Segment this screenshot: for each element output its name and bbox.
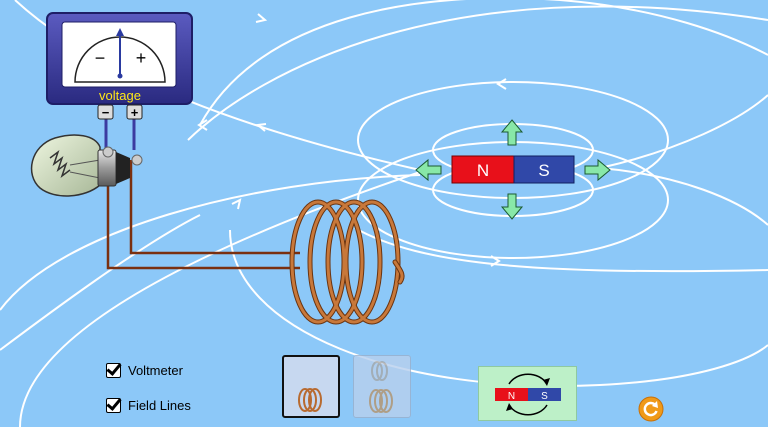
plus-terminal xyxy=(126,104,143,120)
one-coil-button[interactable] xyxy=(282,355,340,418)
voltmeter-checkbox-label: Voltmeter xyxy=(128,363,183,378)
two-coil-button[interactable] xyxy=(353,355,411,418)
flip-magnet-button[interactable]: N S xyxy=(478,366,577,421)
single-coil-icon xyxy=(298,388,322,412)
voltmeter: − + voltage − + xyxy=(46,12,193,120)
field-lines-checkbox[interactable] xyxy=(106,398,121,413)
voltmeter-label: voltage xyxy=(99,88,141,103)
move-left-arrow-icon xyxy=(415,158,442,182)
move-right-arrow-icon xyxy=(584,158,611,182)
light-bulb-icon xyxy=(30,134,143,197)
circuit-wires xyxy=(106,160,300,270)
flip-south-label: S xyxy=(541,391,548,402)
voltmeter-checkbox-row[interactable]: Voltmeter xyxy=(106,363,183,378)
flip-icon: N S xyxy=(495,373,561,416)
double-coil-icon xyxy=(369,361,393,413)
coil-icon[interactable] xyxy=(289,199,405,325)
magnet-south-label: S xyxy=(538,161,549,180)
flip-north-label: N xyxy=(508,391,515,402)
magnet-north-label: N xyxy=(477,161,489,180)
move-down-arrow-icon xyxy=(500,193,524,220)
voltmeter-checkbox[interactable] xyxy=(106,363,121,378)
field-line-arrows xyxy=(197,13,507,267)
reset-icon[interactable] xyxy=(638,396,664,422)
dial-minus-label: − xyxy=(95,48,106,68)
bar-magnet[interactable]: N S xyxy=(451,155,575,184)
move-up-arrow-icon xyxy=(500,119,524,146)
meter-leads xyxy=(104,118,136,150)
minus-terminal-label: − xyxy=(102,105,110,120)
field-lines-checkbox-label: Field Lines xyxy=(128,398,191,413)
field-lines-checkbox-row[interactable]: Field Lines xyxy=(106,398,191,413)
plus-terminal-label: + xyxy=(131,105,139,120)
dial-plus-label: + xyxy=(136,48,147,68)
minus-terminal xyxy=(97,104,114,120)
